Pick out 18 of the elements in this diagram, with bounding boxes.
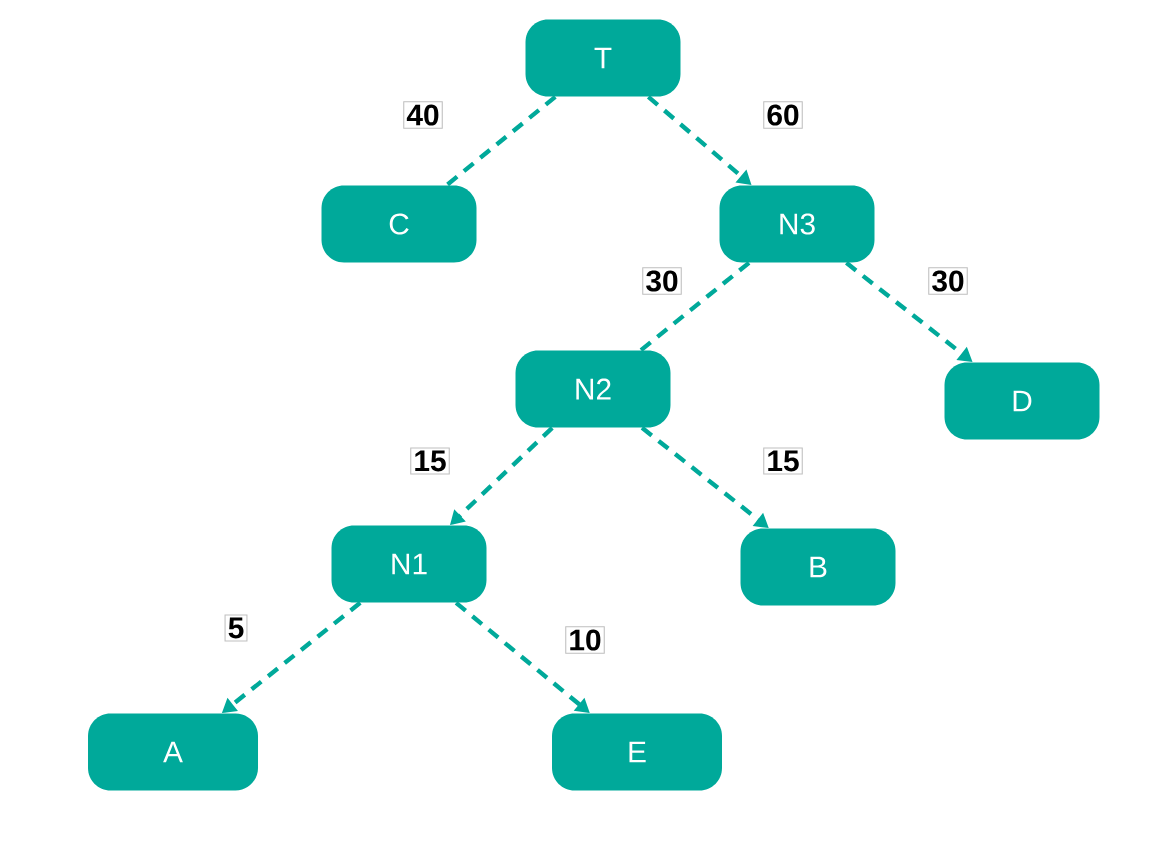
- rounded-box: N3: [719, 185, 875, 263]
- edge-label: 30: [642, 267, 682, 295]
- rounded-box: C: [321, 185, 477, 263]
- edge-label: 10: [565, 626, 605, 654]
- rounded-box: B: [740, 528, 896, 606]
- edge-label: 30: [928, 267, 968, 295]
- edge-label: 60: [763, 101, 803, 129]
- edge-label: 15: [763, 447, 803, 475]
- edge-label: 15: [410, 447, 450, 475]
- rounded-box: N2: [515, 350, 671, 428]
- dashed-arrow: [450, 426, 554, 525]
- rounded-box: T: [525, 19, 681, 97]
- edge-label: 40: [403, 101, 443, 129]
- rounded-box: E: [552, 713, 722, 791]
- rounded-box: A: [88, 713, 258, 791]
- rounded-box: D: [944, 362, 1100, 440]
- rounded-box: N1: [331, 525, 487, 603]
- edge-label: 5: [224, 614, 248, 642]
